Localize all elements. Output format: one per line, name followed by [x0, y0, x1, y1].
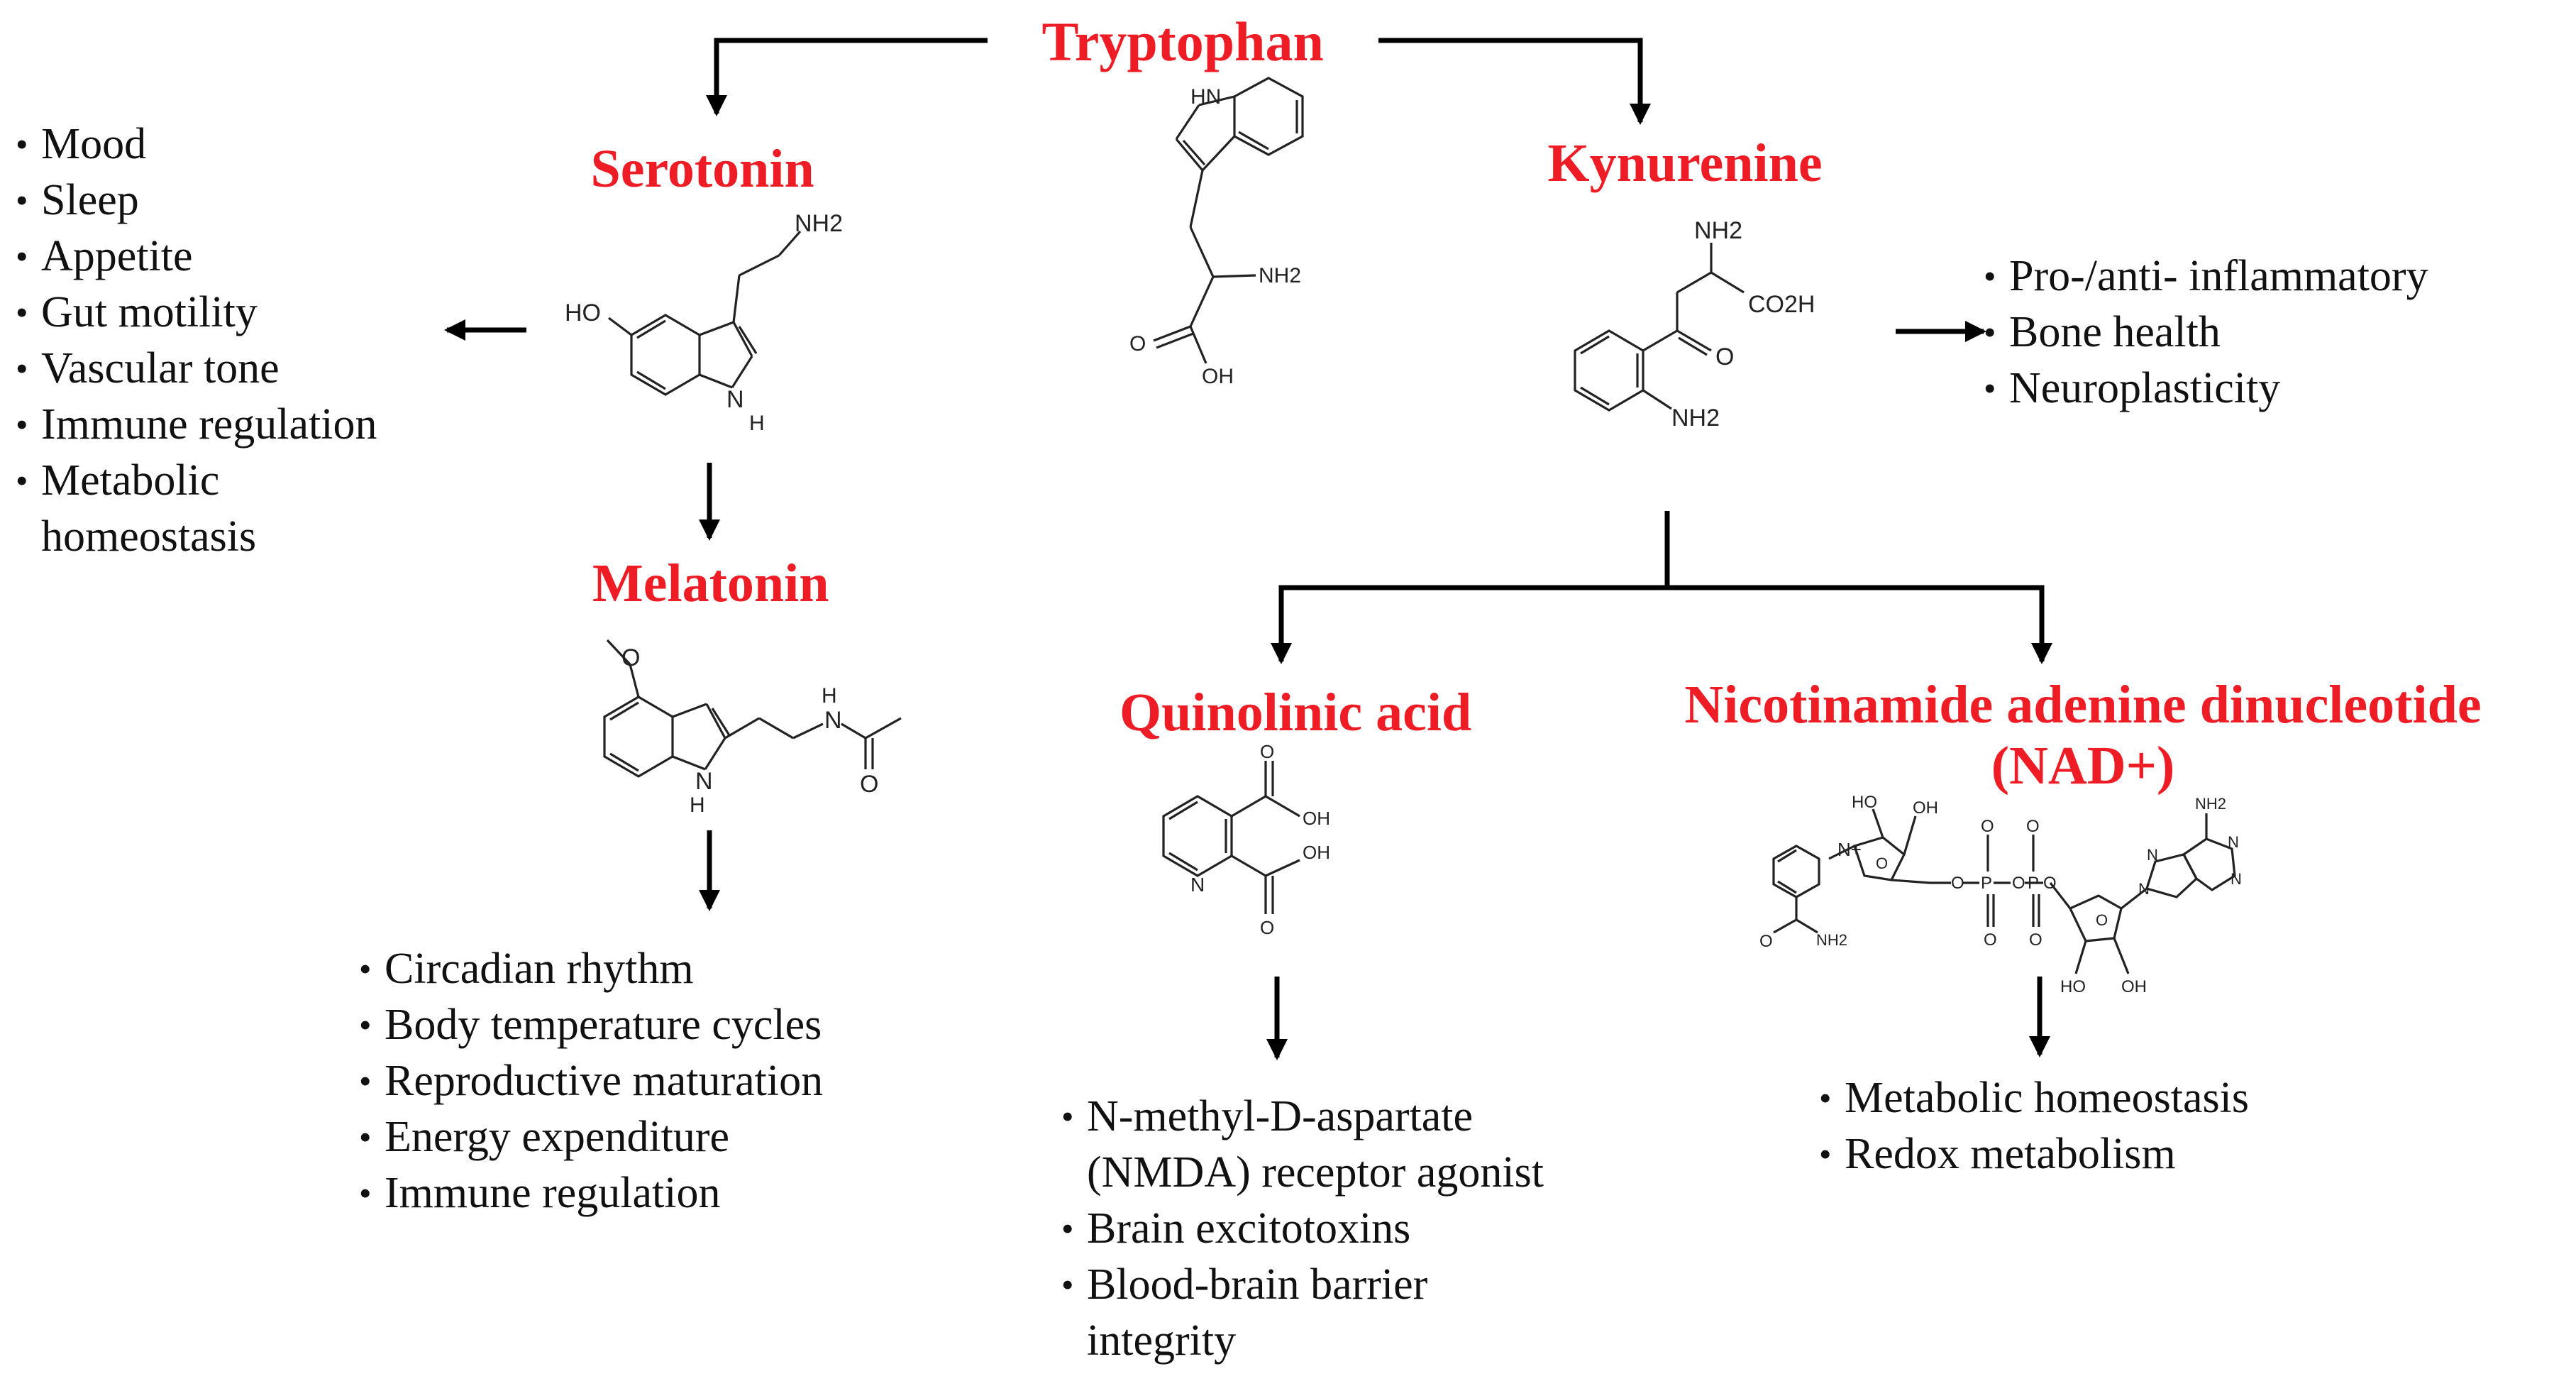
- serotonin-structure: NH2 HO N H: [565, 210, 843, 435]
- effect-item: Energy expenditure: [359, 1109, 823, 1165]
- label-o-link2: O: [2012, 874, 2025, 893]
- effect-item: Redox metabolism: [1819, 1126, 2249, 1182]
- effect-item-continued: (NMDA) receptor agonist: [1087, 1148, 1544, 1197]
- label-nh2: NH2: [1694, 217, 1742, 244]
- effect-item: Mood: [16, 116, 377, 172]
- label-n: N: [726, 386, 744, 413]
- effect-item: Appetite: [16, 229, 377, 285]
- title-serotonin: Serotonin: [590, 139, 814, 199]
- effect-item: Reproductive maturation: [359, 1053, 823, 1109]
- nad-structure: N+ HO OH O O P O P O O O O O O NH2 O HO …: [1759, 793, 2242, 996]
- label-p-o1: O: [1984, 930, 1997, 950]
- title-nad-line2: (NAD+): [1991, 736, 2175, 796]
- effect-item: Pro-/anti- inflammatory: [1984, 248, 2428, 304]
- kynurenine-effects-list: Pro-/anti- inflammatory Bone health Neur…: [1984, 248, 2428, 417]
- effect-item: Sleep: [16, 172, 377, 229]
- label-o-link3: O: [2043, 874, 2057, 893]
- effect-item: Immune regulation: [359, 1165, 823, 1221]
- serotonin-effects-list: Mood Sleep Appetite Gut motility Vascula…: [16, 116, 377, 565]
- label-oh1: OH: [1913, 798, 1938, 818]
- title-nad-line1: Nicotinamide adenine dinucleotide: [1684, 675, 2482, 735]
- label-n-a3: N: [2228, 833, 2239, 851]
- label-ring-h: H: [690, 793, 705, 817]
- label-o-minus-2: O: [2026, 817, 2040, 836]
- label-amide-h: H: [822, 684, 837, 708]
- label-h: H: [749, 412, 765, 435]
- label-oh1: OH: [1303, 808, 1330, 829]
- label-amide-n: N: [824, 707, 842, 734]
- effect-item: Metabolic: [16, 453, 377, 509]
- label-oh2: OH: [2121, 977, 2147, 996]
- label-p-o2: O: [2029, 930, 2042, 950]
- label-ring-n: N: [695, 768, 713, 795]
- title-kynurenine: Kynurenine: [1547, 133, 1823, 193]
- quinolinic-structure: O OH OH O N: [1162, 741, 1330, 938]
- label-nh2: NH2: [795, 210, 843, 237]
- arrow-tryptophan-to-kynurenine: [1378, 38, 1651, 125]
- effect-item: Metabolic homeostasis: [1819, 1070, 2249, 1126]
- label-o-minus-1: O: [1981, 817, 1994, 836]
- label-nh2: NH2: [1259, 264, 1301, 287]
- label-o-ring1: O: [1876, 854, 1888, 872]
- effect-item: Vascular tone: [16, 341, 377, 397]
- label-co2h: CO2H: [1748, 291, 1815, 318]
- label-o: O: [1715, 343, 1734, 370]
- label-amide-o: O: [1759, 932, 1773, 951]
- label-ho: HO: [565, 299, 601, 326]
- label-nh2-top: NH2: [2195, 795, 2226, 813]
- label-o: O: [860, 771, 878, 798]
- effect-item: Gut motility: [16, 285, 377, 341]
- label-o2: O: [1260, 917, 1274, 938]
- effect-item: Brain excitotoxins: [1061, 1201, 1544, 1257]
- label-o: O: [1129, 332, 1146, 356]
- effect-item: Body temperature cycles: [359, 997, 823, 1053]
- label-hn: HN: [1190, 85, 1221, 109]
- title-nad: Nicotinamide adenine dinucleotide (NAD+): [1608, 674, 2558, 796]
- effect-item-continued: integrity: [1087, 1316, 1237, 1365]
- arrow-kynurenine-to-nad: [1667, 585, 2052, 664]
- label-aryl-nh2: NH2: [1671, 405, 1720, 431]
- label-ring-n: N: [1190, 874, 1205, 896]
- effect-item: Blood-brain barrier: [1061, 1257, 1544, 1313]
- label-p1: P: [1981, 874, 1992, 893]
- label-n-a4: N: [2230, 870, 2242, 888]
- title-melatonin: Melatonin: [592, 554, 829, 613]
- label-o-ring2: O: [2096, 911, 2108, 929]
- title-tryptophan: Tryptophan: [1041, 11, 1324, 72]
- label-p2: P: [2028, 874, 2039, 893]
- effect-item-continued: homeostasis: [41, 512, 257, 561]
- label-ho1: HO: [1852, 793, 1877, 812]
- label-n-plus: N+: [1837, 839, 1862, 860]
- arrow-kynurenine-to-quinolinic: [1271, 585, 1667, 664]
- quinolinic-effects-list: N-methyl-D-aspartate (NMDA) receptor ago…: [1061, 1089, 1544, 1369]
- label-oh: OH: [1202, 365, 1234, 388]
- label-o-methoxy: O: [621, 644, 640, 671]
- tryptophan-structure: HN NH2 O OH: [1129, 77, 1304, 388]
- label-o1: O: [1260, 741, 1274, 762]
- label-n-a2: N: [2147, 846, 2158, 864]
- melatonin-effects-list: Circadian rhythm Body temperature cycles…: [359, 941, 823, 1221]
- effect-item: Circadian rhythm: [359, 941, 823, 997]
- label-oh2: OH: [1303, 842, 1330, 863]
- label-ho2: HO: [2060, 977, 2086, 996]
- label-o-link1: O: [1951, 874, 1964, 893]
- kynurenine-structure: O NH2 CO2H NH2: [1574, 217, 1815, 431]
- label-amide-nh2: NH2: [1816, 931, 1847, 949]
- effect-item: Immune regulation: [16, 397, 377, 453]
- melatonin-structure: O H N O N H: [603, 639, 902, 817]
- arrow-tryptophan-to-serotonin: [706, 38, 988, 116]
- effect-item: Neuroplasticity: [1984, 361, 2428, 417]
- effect-item: N-methyl-D-aspartate: [1061, 1089, 1544, 1145]
- nad-effects-list: Metabolic homeostasis Redox metabolism: [1819, 1070, 2249, 1182]
- effect-item: Bone health: [1984, 304, 2428, 361]
- title-quinolinic-acid: Quinolinic acid: [1120, 683, 1472, 742]
- label-n-a1: N: [2138, 880, 2150, 898]
